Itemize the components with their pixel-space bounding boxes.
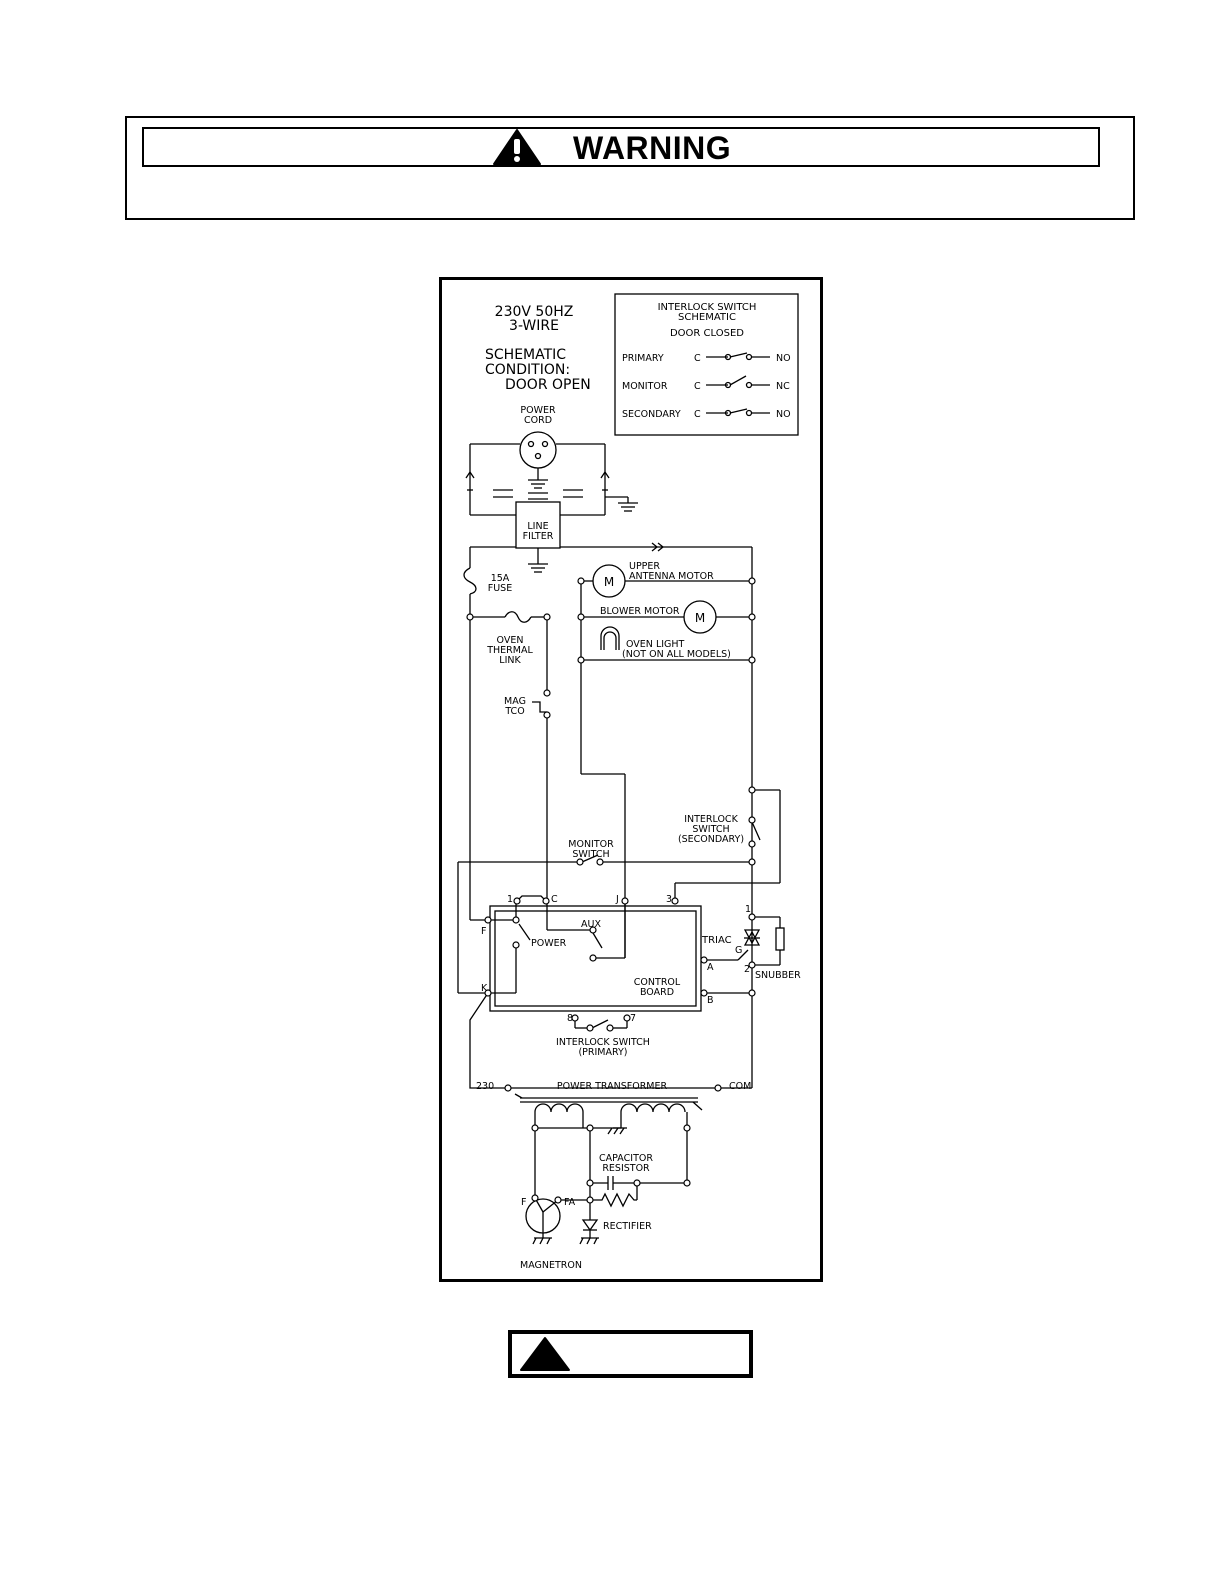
control-board-label-2: BOARD: [640, 987, 674, 998]
legend-row-secondary-contact: NO: [776, 409, 791, 420]
legend-row-monitor-contact: NC: [776, 381, 790, 392]
upper-antenna-motor-label-2: ANTENNA MOTOR: [629, 571, 714, 582]
oven-thermal-link-label-2: THERMAL: [486, 645, 533, 656]
caution-banner: [508, 1330, 753, 1378]
oven-thermal-link-label-1: OVEN: [497, 635, 524, 646]
triac-label: TRIAC: [701, 935, 732, 946]
condition-line-3: DOOR OPEN: [505, 377, 591, 393]
exclamation-triangle-icon: [493, 129, 541, 165]
mag-tco-label-2: TCO: [504, 706, 524, 717]
legend-row-secondary: SECONDARY: [622, 409, 681, 420]
aux-label: AUX: [581, 919, 601, 930]
upper-motor-symbol: M: [604, 575, 614, 589]
caution-triangle-icon: [520, 1337, 570, 1371]
capacitor-resistor-label-1: CAPACITOR: [599, 1153, 653, 1164]
terminal-f: F: [481, 926, 486, 937]
fuse-label-1: 15A: [491, 573, 510, 584]
triac-terminal-1: 1: [745, 904, 751, 915]
condition-line-1: SCHEMATIC: [485, 347, 566, 363]
blower-motor-label: BLOWER MOTOR: [600, 606, 680, 617]
legend-title-1: INTERLOCK SWITCH: [658, 302, 757, 313]
condition-line-2: CONDITION:: [485, 362, 570, 378]
terminal-k: K: [481, 983, 488, 994]
monitor-switch-label-2: SWITCH: [572, 849, 609, 860]
capacitor-resistor-label-2: RESISTOR: [602, 1163, 650, 1174]
transformer-title: POWER TRANSFORMER: [557, 1081, 668, 1092]
schematic-frame: [439, 277, 823, 1282]
terminal-c: C: [551, 894, 558, 905]
magnetron-fa-label: FA: [564, 1197, 576, 1208]
interlock-secondary-label-3: (SECONDARY): [678, 834, 744, 845]
interlock-secondary-label-1: INTERLOCK: [684, 814, 738, 825]
legend-row-monitor: MONITOR: [622, 381, 668, 392]
power-label: POWER: [531, 938, 567, 949]
magnetron-f-label: F: [521, 1197, 526, 1208]
legend-row-primary-contact: NO: [776, 353, 791, 364]
warning-banner: [142, 127, 1100, 167]
transformer-com-label: COM: [729, 1081, 751, 1092]
oven-thermal-link-label-3: LINK: [499, 655, 521, 666]
triac-terminal-2: 2: [744, 964, 750, 975]
terminal-1: 1: [507, 894, 513, 905]
power-cord-label-1: POWER: [520, 405, 556, 416]
terminal-a: A: [707, 962, 714, 973]
legend-row-secondary-c: C: [694, 409, 701, 420]
blower-motor-symbol: M: [695, 611, 705, 625]
terminal-7: 7: [630, 1013, 636, 1024]
supply-rating: 230V 50HZ: [495, 304, 574, 320]
magnetron-label: MAGNETRON: [520, 1260, 582, 1271]
control-board-label-1: CONTROL: [634, 977, 681, 988]
legend-row-monitor-c: C: [694, 381, 701, 392]
interlock-primary-label-1: INTERLOCK SWITCH: [556, 1037, 650, 1048]
transformer-230-label: 230: [476, 1081, 494, 1092]
oven-light-label-1: OVEN LIGHT: [626, 639, 685, 650]
oven-light-label-2: (NOT ON ALL MODELS): [622, 649, 731, 660]
terminal-3: 3: [666, 894, 672, 905]
upper-antenna-motor-label-1: UPPER: [629, 561, 660, 572]
terminal-g: G: [735, 945, 742, 956]
power-cord-label-2: CORD: [524, 415, 552, 426]
legend-subtitle: DOOR CLOSED: [670, 328, 744, 339]
terminal-8: 8: [567, 1013, 573, 1024]
rectifier-label: RECTIFIER: [603, 1221, 652, 1232]
terminal-j: J: [615, 894, 619, 905]
legend-row-primary: PRIMARY: [622, 353, 664, 364]
legend-title-2: SCHEMATIC: [678, 312, 736, 323]
fuse-label-2: FUSE: [488, 583, 512, 594]
warning-title: WARNING: [573, 130, 732, 166]
warning-box: [125, 116, 1135, 220]
monitor-switch-label-1: MONITOR: [568, 839, 614, 850]
line-filter-label-2: FILTER: [523, 531, 554, 542]
snubber-label: SNUBBER: [755, 970, 801, 981]
terminal-b: B: [707, 995, 714, 1006]
line-filter-label-1: LINE: [527, 521, 548, 532]
interlock-secondary-label-2: SWITCH: [692, 824, 729, 835]
interlock-primary-label-2: (PRIMARY): [578, 1047, 627, 1058]
mag-tco-label-1: MAG: [504, 696, 526, 707]
legend-row-primary-c: C: [694, 353, 701, 364]
supply-wiring: 3-WIRE: [509, 318, 559, 334]
